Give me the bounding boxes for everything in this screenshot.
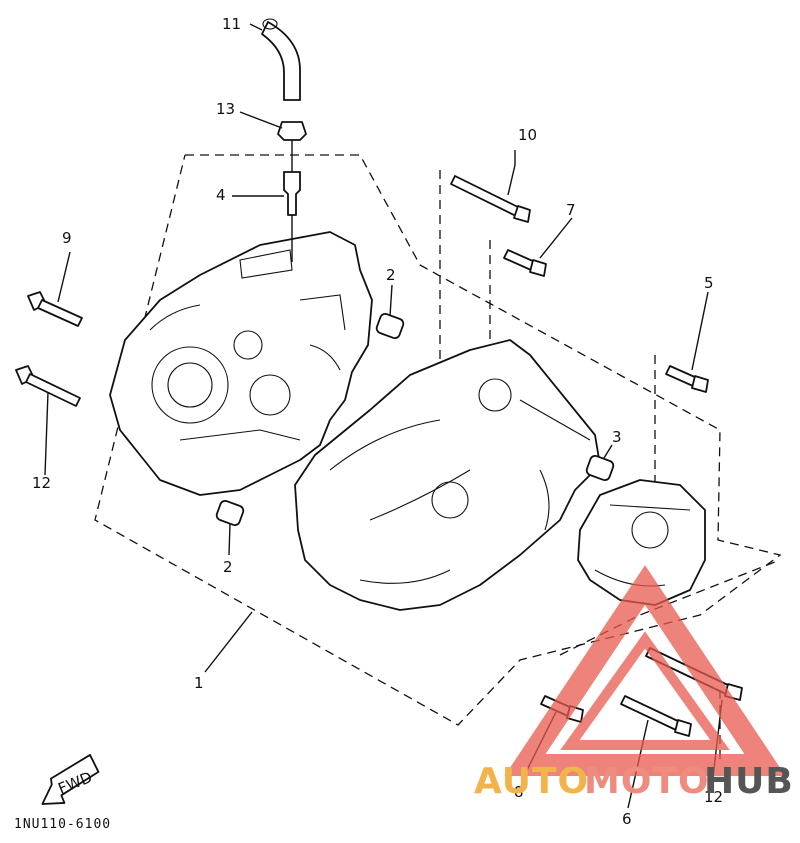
callout-7: 7 bbox=[566, 201, 576, 219]
breather-hose[interactable] bbox=[261, 18, 301, 101]
watermark-hub: HUB bbox=[704, 761, 794, 802]
bolt-7[interactable] bbox=[503, 249, 547, 277]
callout-4: 4 bbox=[216, 186, 226, 204]
callout-6: 6 bbox=[622, 810, 632, 828]
watermark-auto: AUTO bbox=[474, 761, 589, 802]
bolt-9[interactable] bbox=[27, 291, 83, 327]
fwd-arrow: FWD bbox=[41, 754, 100, 805]
dowel-pin-lower[interactable] bbox=[215, 499, 245, 526]
left-crankcase-half[interactable] bbox=[109, 231, 373, 496]
hose-clip[interactable] bbox=[277, 121, 307, 141]
callout-13: 11 bbox=[222, 15, 241, 33]
watermark-text: AUTO MOTO HUB bbox=[474, 761, 794, 802]
callout-12: 12 bbox=[32, 474, 51, 492]
diagram-code: 1NU110-6100 bbox=[14, 817, 111, 832]
right-crankcase-half[interactable] bbox=[294, 339, 601, 611]
callout-11: 12 bbox=[704, 788, 723, 806]
callout-14: 13 bbox=[216, 100, 235, 118]
side-cover[interactable] bbox=[577, 479, 706, 606]
callout-8: 8 bbox=[514, 783, 524, 801]
callout-2-upper: 2 bbox=[386, 266, 396, 284]
watermark-moto: MOTO bbox=[584, 761, 710, 802]
callout-10: 10 bbox=[518, 126, 537, 144]
callout-1: 1 bbox=[194, 674, 204, 692]
bolt-5[interactable] bbox=[665, 365, 709, 393]
dowel-pin-upper[interactable] bbox=[375, 312, 405, 339]
callout-5: 5 bbox=[704, 274, 714, 292]
callout-9: 9 bbox=[62, 229, 72, 247]
bolt-10[interactable] bbox=[450, 175, 531, 223]
dowel-pin-right[interactable] bbox=[585, 454, 615, 481]
bolt-12[interactable] bbox=[15, 365, 81, 407]
callout-2-lower: 2 bbox=[223, 558, 233, 576]
watermark-logo bbox=[504, 565, 786, 776]
breather-nipple[interactable] bbox=[283, 171, 301, 216]
callout-3: 3 bbox=[612, 428, 622, 446]
bolt-6[interactable] bbox=[620, 695, 692, 737]
callout-labels: 11 13 4 10 7 5 2 3 2 9 12 1 8 6 12 bbox=[32, 15, 723, 828]
